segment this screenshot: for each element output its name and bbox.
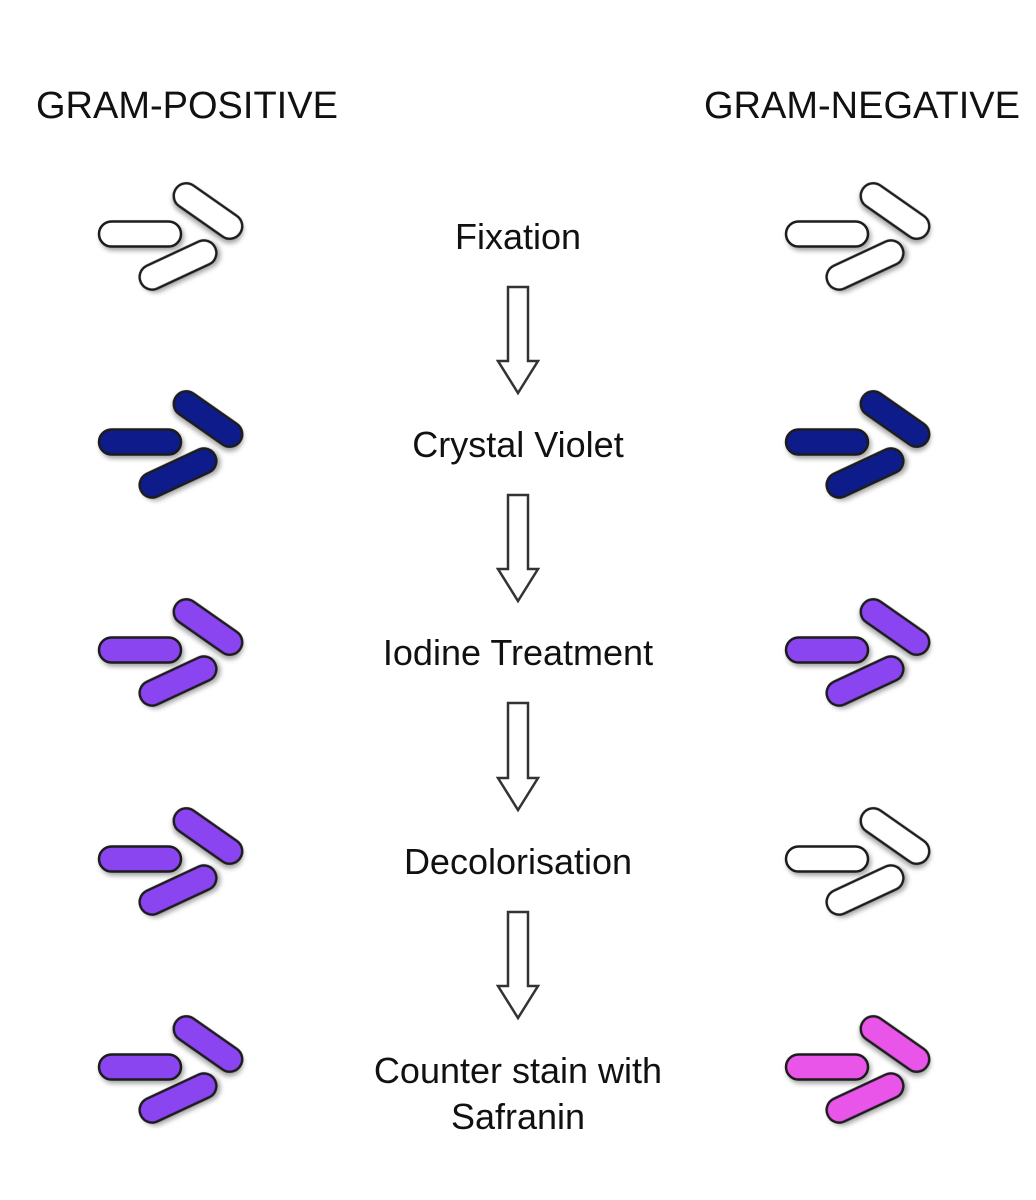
- rod-cell-2: [859, 807, 931, 865]
- rod-cell-2: [859, 598, 931, 656]
- step-label-line: Decolorisation: [403, 841, 633, 882]
- rod-cell-1: [97, 636, 183, 664]
- rod-cell-2: [172, 182, 244, 240]
- rod-cell-1: [784, 845, 870, 873]
- rod-cell-3: [138, 655, 218, 707]
- step-label-4: Decolorisation: [318, 839, 718, 885]
- gram-positive-cells-step-3: [97, 598, 244, 707]
- rod-cell-2: [859, 390, 931, 448]
- gram-positive-cells-step-2: [97, 390, 244, 499]
- gram-negative-cells-step-5: [784, 1015, 931, 1124]
- gram-positive-cells-step-1: [97, 182, 244, 291]
- step-label-line: Counter stain with: [373, 1050, 663, 1091]
- rod-cell-1: [97, 220, 183, 248]
- rod-cell-3: [825, 655, 905, 707]
- rod-cell-3: [825, 239, 905, 291]
- step-label-line: Iodine Treatment: [382, 632, 654, 673]
- rod-cell-3: [825, 1072, 905, 1124]
- rod-cell-2: [172, 598, 244, 656]
- rod-cell-2: [172, 1015, 244, 1073]
- gram-negative-cells-step-4: [784, 807, 931, 916]
- gram-positive-cells-step-4: [97, 807, 244, 916]
- gram-negative-cells-step-3: [784, 598, 931, 707]
- step-label-2: Crystal Violet: [318, 422, 718, 468]
- gram-positive-cells-step-5: [97, 1015, 244, 1124]
- down-arrow-icon: [495, 285, 541, 396]
- arrows-layer: [495, 285, 541, 1021]
- rod-cell-2: [859, 1015, 931, 1073]
- gram-negative-cells-step-1: [784, 182, 931, 291]
- gram-positive-title: GRAM-POSITIVE: [36, 85, 338, 127]
- step-label-line: Fixation: [454, 216, 582, 257]
- rod-cell-3: [825, 447, 905, 499]
- rod-cell-1: [97, 1053, 183, 1081]
- down-arrow-icon: [495, 493, 541, 604]
- rod-cell-1: [784, 220, 870, 248]
- step-label-1: Fixation: [318, 214, 718, 260]
- rod-cell-1: [784, 636, 870, 664]
- rod-cell-3: [825, 864, 905, 916]
- rod-cell-3: [138, 1072, 218, 1124]
- rod-cell-2: [859, 182, 931, 240]
- rod-cell-1: [97, 428, 183, 456]
- rod-cell-3: [138, 447, 218, 499]
- rod-cell-2: [172, 807, 244, 865]
- step-label-line: Safranin: [450, 1096, 586, 1137]
- gram-negative-cells-step-2: [784, 390, 931, 499]
- down-arrow-icon: [495, 701, 541, 813]
- down-arrow-icon: [495, 910, 541, 1021]
- gram-negative-title: GRAM-NEGATIVE: [704, 85, 1020, 127]
- rod-cell-1: [784, 1053, 870, 1081]
- rod-cell-2: [172, 390, 244, 448]
- step-label-3: Iodine Treatment: [318, 630, 718, 676]
- cells-layer: [97, 182, 931, 1124]
- step-label-line: Crystal Violet: [412, 424, 624, 465]
- rod-cell-1: [97, 845, 183, 873]
- rod-cell-1: [784, 428, 870, 456]
- rod-cell-3: [138, 864, 218, 916]
